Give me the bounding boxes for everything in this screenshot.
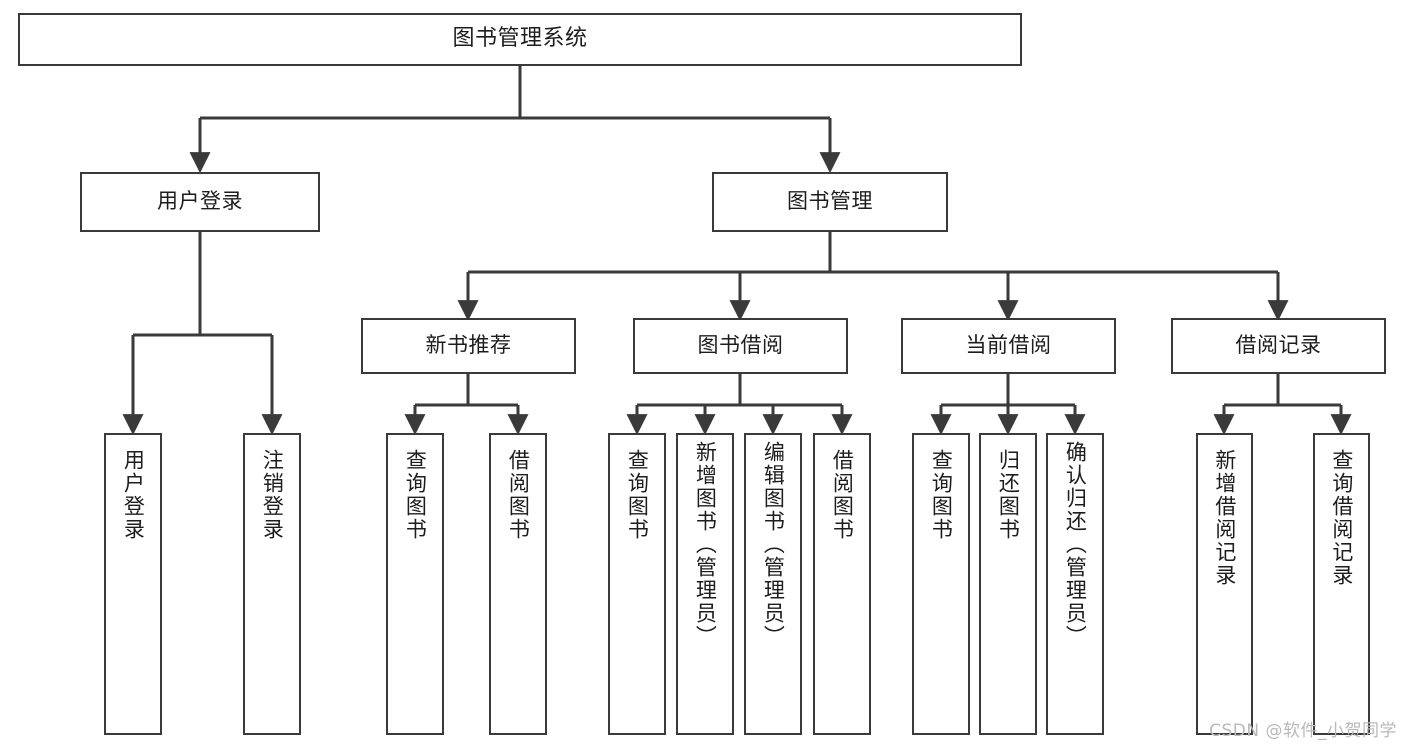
node-leaf-query-book-2[interactable]: 查询图书 [608,433,666,735]
node-leaf-login[interactable]: 用户登录 [104,433,162,735]
node-current-borrow-label: 当前借阅 [965,333,1052,358]
node-leaf-add-book-label: 新增图书（管理员） [693,441,718,648]
node-leaf-login-label: 用户登录 [121,449,146,541]
node-book-borrow[interactable]: 图书借阅 [633,318,848,374]
node-leaf-edit-book-label: 编辑图书（管理员） [761,441,786,648]
node-new-book-recommend[interactable]: 新书推荐 [361,318,576,374]
node-leaf-query-book-2-label: 查询图书 [625,449,650,541]
node-leaf-query-book-1-label: 查询图书 [403,449,428,541]
node-leaf-add-record-label: 新增借阅记录 [1212,449,1237,587]
node-leaf-borrow-book-2[interactable]: 借阅图书 [813,433,871,735]
node-leaf-borrow-book-2-label: 借阅图书 [830,449,855,541]
node-leaf-query-book-3[interactable]: 查询图书 [912,433,970,735]
node-leaf-confirm-return-label: 确认归还（管理员） [1063,441,1088,648]
node-leaf-query-record-label: 查询借阅记录 [1329,449,1354,587]
node-leaf-edit-book[interactable]: 编辑图书（管理员） [744,433,802,735]
node-book-management[interactable]: 图书管理 [712,172,948,232]
node-leaf-return-book[interactable]: 归还图书 [979,433,1037,735]
node-root[interactable]: 图书管理系统 [18,13,1022,66]
watermark-text: CSDN @软件_小贺同学 [1209,721,1397,741]
node-user-login[interactable]: 用户登录 [80,172,320,232]
node-leaf-logout[interactable]: 注销登录 [243,433,301,735]
node-leaf-borrow-book-1[interactable]: 借阅图书 [489,433,547,735]
node-current-borrow[interactable]: 当前借阅 [901,318,1116,374]
node-book-borrow-label: 图书借阅 [697,333,784,358]
node-user-login-label: 用户登录 [157,189,243,214]
node-borrow-record-label: 借阅记录 [1235,333,1322,358]
node-leaf-return-book-label: 归还图书 [996,449,1021,541]
node-leaf-query-book-1[interactable]: 查询图书 [386,433,444,735]
node-leaf-query-record[interactable]: 查询借阅记录 [1313,433,1370,735]
node-leaf-confirm-return[interactable]: 确认归还（管理员） [1046,433,1104,735]
node-root-label: 图书管理系统 [452,26,588,52]
node-leaf-logout-label: 注销登录 [260,449,285,541]
node-leaf-add-book[interactable]: 新增图书（管理员） [676,433,734,735]
node-book-management-label: 图书管理 [787,189,873,214]
node-leaf-add-record[interactable]: 新增借阅记录 [1196,433,1253,735]
node-leaf-query-book-3-label: 查询图书 [929,449,954,541]
node-new-book-recommend-label: 新书推荐 [425,333,512,358]
node-borrow-record[interactable]: 借阅记录 [1171,318,1386,374]
node-leaf-borrow-book-1-label: 借阅图书 [506,449,531,541]
